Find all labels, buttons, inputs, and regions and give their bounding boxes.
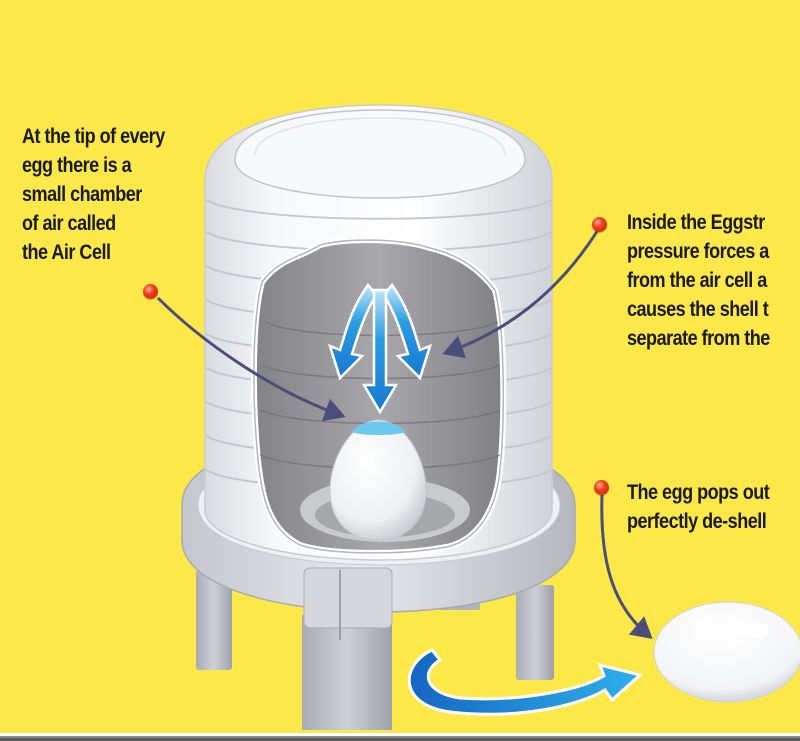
callout-line: perfectly de-shell bbox=[627, 510, 767, 533]
callout-egg-pops-out: The egg pops out perfectly de-shell bbox=[627, 478, 770, 536]
callout-line: separate from the bbox=[627, 327, 770, 350]
callout-line: The egg pops out bbox=[627, 481, 770, 504]
peeled-egg-icon bbox=[653, 601, 800, 703]
pin-marker-icon bbox=[143, 284, 158, 299]
callout-line: Inside the Eggstr bbox=[627, 211, 765, 234]
callout-line: At the tip of every bbox=[22, 125, 165, 148]
pin-marker-icon bbox=[594, 480, 609, 495]
callout-line: small chamber bbox=[22, 183, 142, 206]
pin-marker-icon bbox=[592, 217, 607, 232]
callout-line: pressure forces a bbox=[627, 240, 769, 263]
rotate-arrow-icon bbox=[407, 648, 644, 716]
air-cell-icon bbox=[352, 421, 405, 435]
callout-line: causes the shell t bbox=[627, 298, 769, 321]
callout-line: the Air Cell bbox=[22, 241, 111, 264]
bottom-border bbox=[0, 733, 800, 741]
callout-line: of air called bbox=[22, 212, 116, 235]
leader-lines bbox=[156, 229, 653, 639]
callout-line: from the air cell a bbox=[627, 269, 767, 292]
callout-air-cell: At the tip of every egg there is a small… bbox=[22, 122, 165, 267]
callout-pressure: Inside the Eggstr pressure forces a from… bbox=[627, 208, 770, 353]
stand-legs bbox=[196, 570, 554, 730]
pressure-arrows-icon bbox=[328, 282, 432, 415]
callout-line: egg there is a bbox=[22, 154, 132, 177]
egg-in-device bbox=[329, 419, 427, 541]
